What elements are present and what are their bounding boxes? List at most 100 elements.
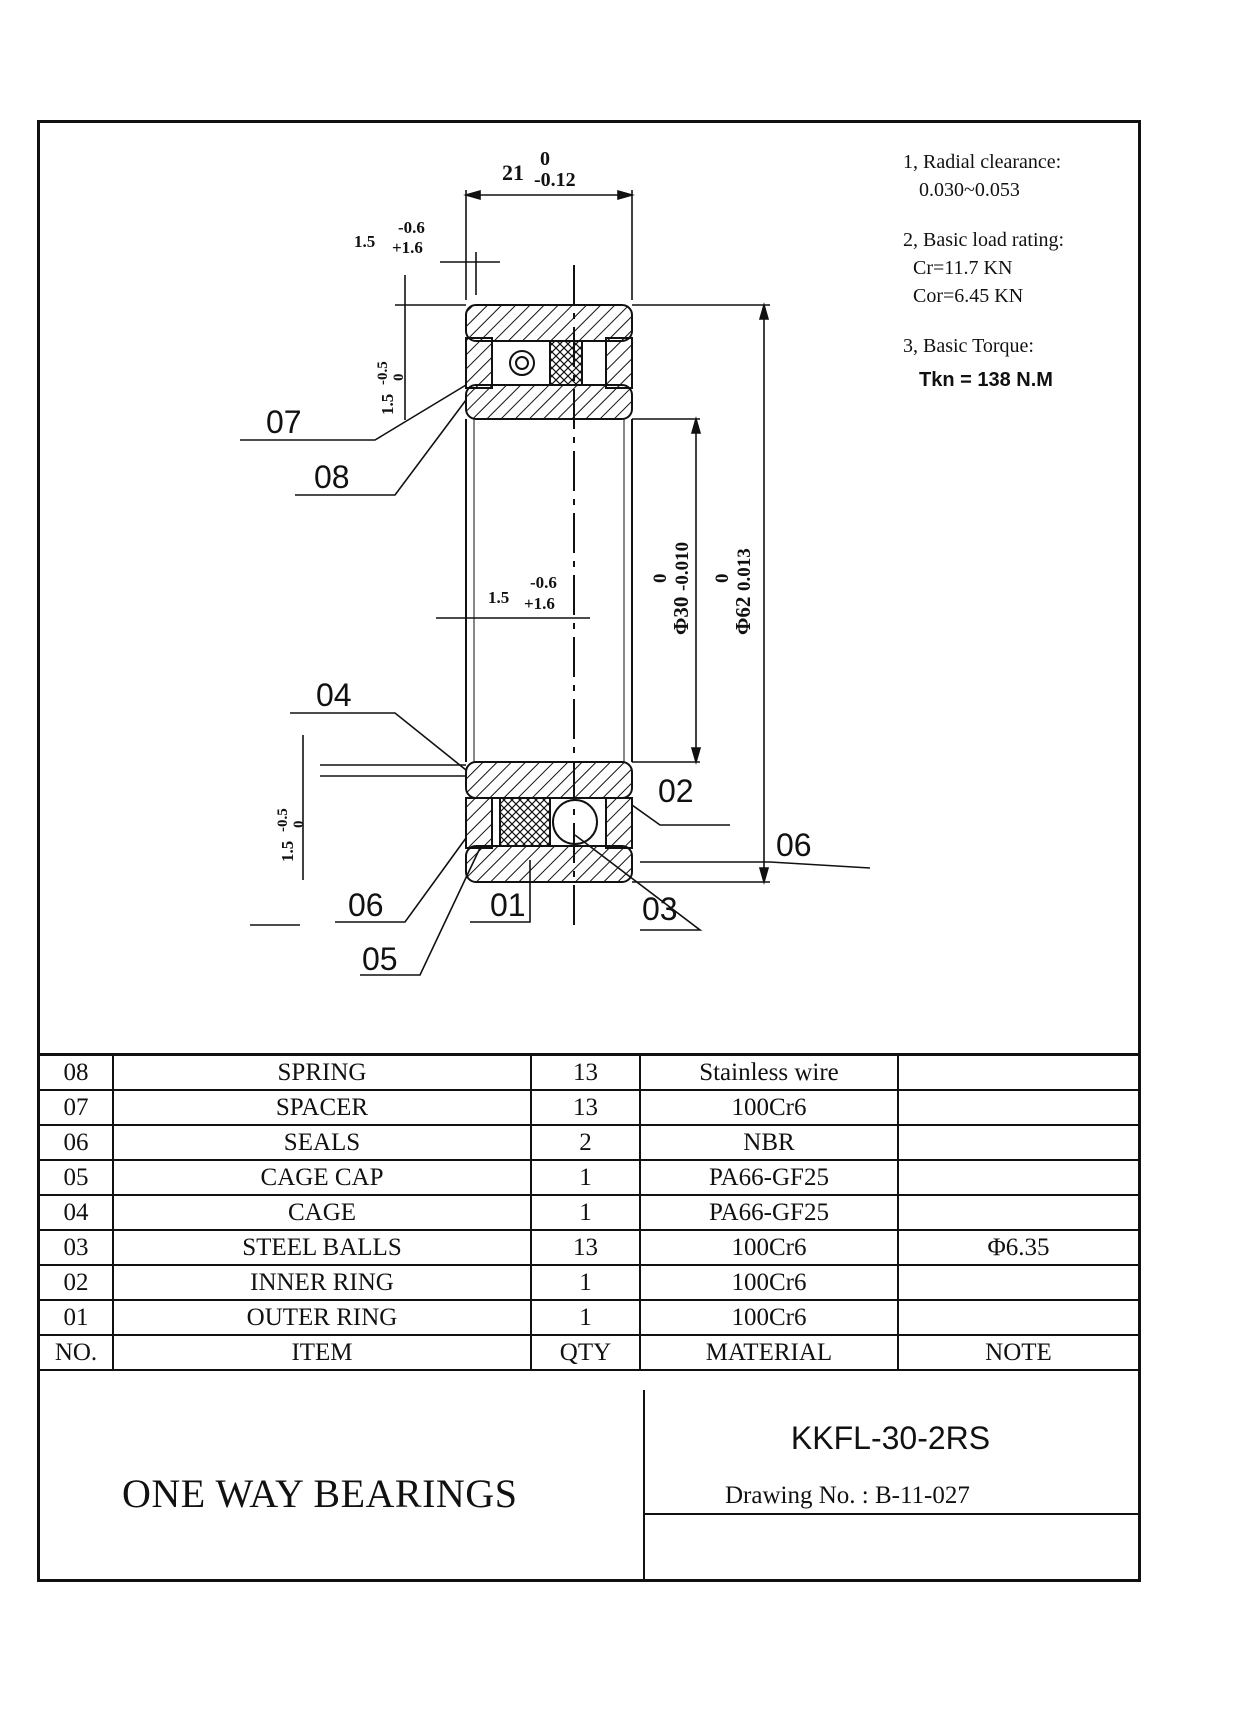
cell-no: 03 [40, 1229, 114, 1266]
callout-07: 07 [266, 404, 302, 440]
cell-note [897, 1089, 1138, 1126]
cell-item: STEEL BALLS [112, 1229, 532, 1266]
chamfer-mid-tol-lower: +1.6 [524, 594, 555, 613]
specifications: 1, Radial clearance: 0.030~0.053 2, Basi… [903, 148, 1064, 394]
cell-material: NBR [639, 1124, 899, 1161]
title-block: ONE WAY BEARINGS KKFL-30-2RS Drawing No.… [40, 1390, 1138, 1580]
table-row: 03 STEEL BALLS 13 100Cr6 Φ6.35 [40, 1229, 1138, 1266]
cell-qty: 13 [530, 1089, 641, 1126]
torque-value: Tkn = 138 N.M [919, 369, 1053, 391]
cell-material: Stainless wire [639, 1053, 899, 1091]
callout-08: 08 [314, 459, 350, 495]
cell-qty: 1 [530, 1299, 641, 1336]
cell-no: 05 [40, 1159, 114, 1196]
table-row: 04 CAGE 1 PA66-GF25 [40, 1194, 1138, 1231]
drawing-number: Drawing No. : B-11-027 [725, 1482, 970, 1509]
table-row: 06 SEALS 2 NBR [40, 1124, 1138, 1161]
table-row: 08 SPRING 13 Stainless wire [40, 1053, 1138, 1091]
cell-no: 02 [40, 1264, 114, 1301]
cell-note [897, 1159, 1138, 1196]
radial-clearance-label: 1, Radial clearance: [903, 151, 1062, 173]
cell-note [897, 1194, 1138, 1231]
cell-material: 100Cr6 [639, 1264, 899, 1301]
cell-note [897, 1299, 1138, 1336]
cell-item: OUTER RING [112, 1299, 532, 1336]
cell-material: PA66-GF25 [639, 1194, 899, 1231]
cr-value: Cr=11.7 KN [913, 257, 1013, 279]
divider [643, 1513, 1138, 1515]
table-header-row: NO. ITEM QTY MATERIAL NOTE [40, 1334, 1138, 1371]
outer-tol-upper: 0 [712, 574, 733, 584]
cell-item: CAGE CAP [112, 1159, 532, 1196]
cor-value: Cor=6.45 KN [913, 285, 1024, 307]
cell-no: 06 [40, 1124, 114, 1161]
load-rating-label: 2, Basic load rating: [903, 229, 1065, 251]
model-number: KKFL-30-2RS [790, 1420, 991, 1456]
chamfer-v-top-base: 1.5 [378, 394, 397, 415]
cell-item: SEALS [112, 1124, 532, 1161]
chamfer-top-tol-lower: +1.6 [392, 238, 423, 257]
cell-no: 04 [40, 1194, 114, 1231]
callout-06-left: 06 [348, 887, 384, 923]
callout-03: 03 [642, 891, 678, 927]
cell-item: SPACER [112, 1089, 532, 1126]
cell-qty: 1 [530, 1194, 641, 1231]
callout-05: 05 [362, 941, 398, 977]
chamfer-v-bottom-tol-lower: 0 [291, 821, 307, 829]
cell-qty: 13 [530, 1229, 641, 1266]
callout-01: 01 [490, 887, 526, 923]
cell-note [897, 1053, 1138, 1091]
callout-06-right: 06 [776, 827, 812, 863]
width-tol-lower: -0.12 [534, 169, 576, 191]
width-tol-upper: 0 [540, 148, 550, 170]
bore-tol-lower: -0.010 [672, 542, 693, 591]
document-title: ONE WAY BEARINGS [122, 1471, 518, 1516]
cell-item: INNER RING [112, 1264, 532, 1301]
chamfer-v-bottom-base: 1.5 [278, 841, 297, 862]
cell-qty: 1 [530, 1264, 641, 1301]
header-note: NOTE [897, 1334, 1138, 1371]
chamfer-v-top-tol-lower: 0 [391, 374, 407, 382]
cell-item: CAGE [112, 1194, 532, 1231]
callout-04: 04 [316, 677, 352, 713]
chamfer-top-tol-upper: -0.6 [398, 218, 425, 237]
cell-qty: 13 [530, 1053, 641, 1091]
cell-note [897, 1264, 1138, 1301]
bore-dimension: Φ30 [669, 597, 693, 635]
cell-no: 08 [40, 1053, 114, 1091]
outer-dimension: Φ62 [731, 597, 755, 635]
cell-no: 01 [40, 1299, 114, 1336]
cell-item: SPRING [112, 1053, 532, 1091]
callout-02: 02 [658, 773, 694, 809]
cell-qty: 2 [530, 1124, 641, 1161]
header-no: NO. [40, 1334, 114, 1371]
chamfer-mid-tol-upper: -0.6 [530, 573, 557, 592]
cell-note [897, 1124, 1138, 1161]
cell-material: 100Cr6 [639, 1229, 899, 1266]
bore-tol-upper: 0 [650, 574, 671, 584]
chamfer-mid-base: 1.5 [488, 588, 509, 607]
radial-clearance-value: 0.030~0.053 [919, 179, 1020, 201]
outer-tol-lower: 0.013 [734, 548, 755, 591]
torque-label: 3, Basic Torque: [903, 335, 1034, 357]
chamfer-v-bottom-tol-upper: -0.5 [275, 808, 291, 832]
header-qty: QTY [530, 1334, 641, 1371]
header-material: MATERIAL [639, 1334, 899, 1371]
chamfer-v-top-tol-upper: -0.5 [375, 361, 391, 385]
cell-material: 100Cr6 [639, 1299, 899, 1336]
cell-qty: 1 [530, 1159, 641, 1196]
table-row: 02 INNER RING 1 100Cr6 [40, 1264, 1138, 1301]
title-block-left: ONE WAY BEARINGS [40, 1390, 645, 1580]
table-row: 05 CAGE CAP 1 PA66-GF25 [40, 1159, 1138, 1196]
table-row: 07 SPACER 13 100Cr6 [40, 1089, 1138, 1126]
header-item: ITEM [112, 1334, 532, 1371]
chamfer-top-base: 1.5 [354, 232, 375, 251]
table-row: 01 OUTER RING 1 100Cr6 [40, 1299, 1138, 1336]
bill-of-materials: 08 SPRING 13 Stainless wire 07 SPACER 13… [40, 1053, 1138, 1371]
width-dimension: 21 [502, 160, 524, 185]
cell-material: PA66-GF25 [639, 1159, 899, 1196]
cell-no: 07 [40, 1089, 114, 1126]
cell-note: Φ6.35 [897, 1229, 1138, 1266]
drawing-frame [37, 120, 1141, 1582]
